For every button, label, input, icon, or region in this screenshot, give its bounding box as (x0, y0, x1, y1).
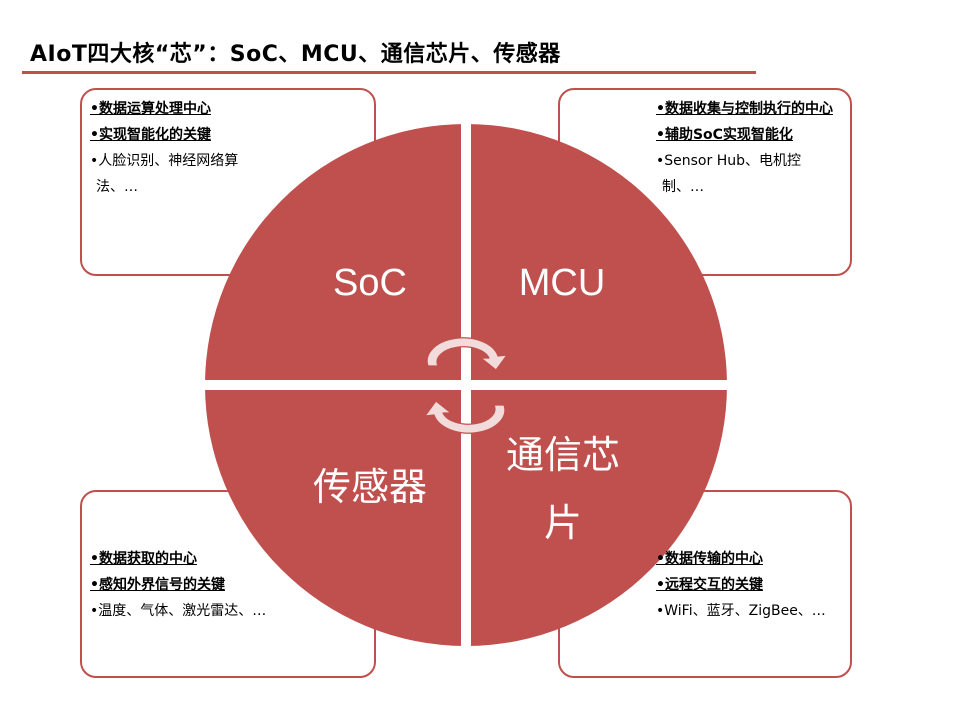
comm-point-1: •数据传输的中心 (656, 551, 763, 567)
comm-point-2: •远程交互的关键 (656, 577, 763, 593)
cycle-arrows-icon (424, 337, 508, 434)
sensor-label: 传感器 (312, 467, 427, 509)
soc-box-text: •数据运算处理中心 •实现智能化的关键 •人脸识别、神经网络算 法、… (90, 96, 238, 200)
mcu-label: MCU (518, 262, 606, 304)
sensor-examples: •温度、气体、激光雷达、… (90, 603, 267, 619)
soc-point-2: •实现智能化的关键 (90, 127, 211, 143)
sensor-point-1: •数据获取的中心 (90, 551, 197, 567)
sensor-point-2: •感知外界信号的关键 (90, 577, 225, 593)
mcu-point-2: •辅助SoC实现智能化 (656, 127, 793, 143)
mcu-examples-cont: 制、… (662, 179, 704, 195)
soc-point-1: •数据运算处理中心 (90, 101, 211, 117)
soc-quadrant (205, 124, 461, 380)
comm-label-line2: 片 (543, 503, 582, 545)
comm-examples: •WiFi、蓝牙、ZigBee、… (656, 603, 826, 619)
soc-examples-cont: 法、… (96, 179, 138, 195)
sensor-box-text: •数据获取的中心 •感知外界信号的关键 •温度、气体、激光雷达、… (90, 546, 266, 624)
mcu-point-1: •数据收集与控制执行的中心 (656, 101, 833, 117)
mcu-box-text: •数据收集与控制执行的中心 •辅助SoC实现智能化 •Sensor Hub、电机… (656, 96, 833, 200)
mcu-examples: •Sensor Hub、电机控 (656, 153, 801, 169)
page-title: AIoT四大核“芯”：SoC、MCU、通信芯片、传感器 (30, 42, 561, 67)
soc-label: SoC (333, 262, 407, 304)
soc-examples: •人脸识别、神经网络算 (90, 153, 239, 169)
comm-label-line1: 通信芯 (505, 435, 620, 477)
title-underline (22, 71, 756, 74)
comm-box-text: •数据传输的中心 •远程交互的关键 •WiFi、蓝牙、ZigBee、… (656, 546, 826, 624)
